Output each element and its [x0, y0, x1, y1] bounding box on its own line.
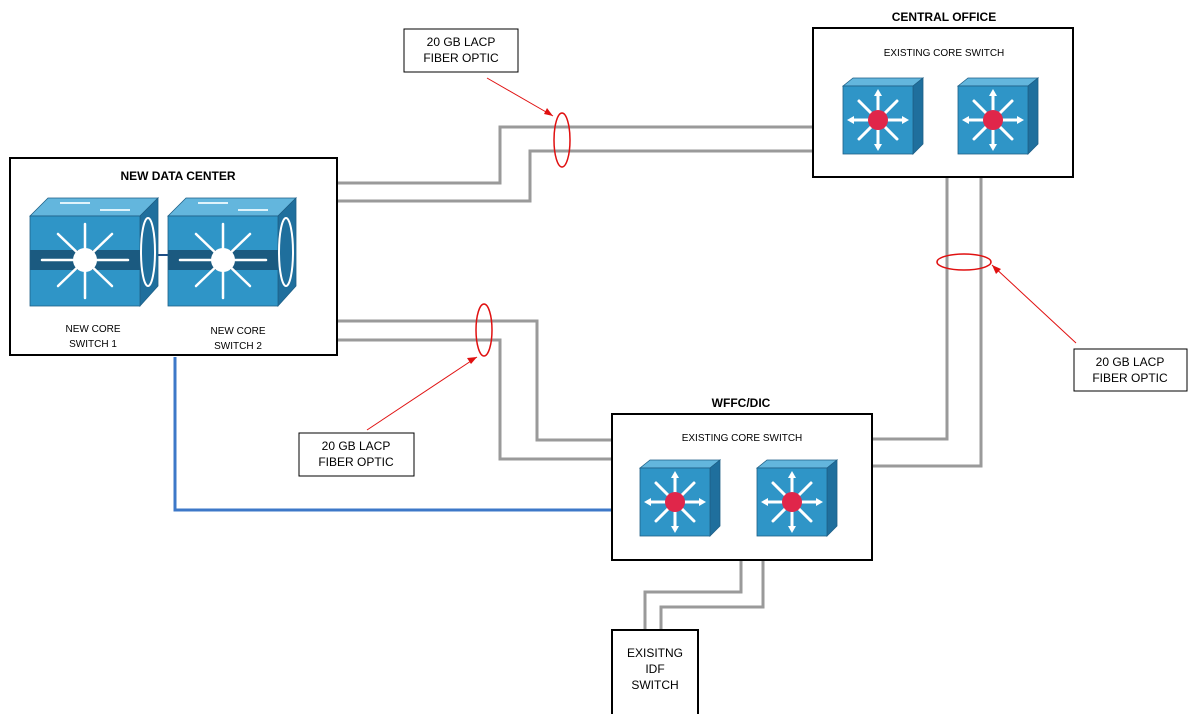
callout-line2: FIBER OPTIC — [318, 455, 394, 469]
core-switch-1-label-line1: NEW CORE — [66, 324, 121, 335]
wffc-switch-2-icon — [757, 460, 837, 536]
callout-line1: 20 GB LACP — [322, 439, 391, 453]
idf-switch-site: EXISITNG IDF SWITCH — [612, 630, 698, 714]
callout-line1: 20 GB LACP — [427, 35, 496, 49]
core-switch-2-icon — [168, 198, 296, 306]
dc-to-central-link-a — [337, 127, 813, 183]
dc-to-central-link-b — [337, 151, 813, 201]
central-switch-1-icon — [843, 78, 923, 154]
central-to-wffc-link-b — [872, 177, 981, 466]
wffc-to-idf-link-a — [645, 560, 741, 630]
central-switch-2-icon — [958, 78, 1038, 154]
idf-label-line1: EXISITNG — [627, 646, 683, 660]
lacp-bundle-marker — [937, 254, 991, 270]
wffc-switch-1-icon — [640, 460, 720, 536]
lacp-callout-right: 20 GB LACP FIBER OPTIC — [937, 254, 1187, 391]
wffc-dic-site: WFFC/DIC EXISTING CORE SWITCH — [612, 396, 872, 560]
idf-label-line3: SWITCH — [631, 678, 678, 692]
core-switch-2-label-line2: SWITCH 2 — [214, 341, 262, 352]
lacp-bundle-marker — [476, 304, 492, 356]
central-office-subtitle: EXISTING CORE SWITCH — [884, 48, 1005, 59]
callout-line2: FIBER OPTIC — [423, 51, 499, 65]
core-switch-1-icon — [30, 198, 158, 306]
wffc-dic-title: WFFC/DIC — [712, 396, 771, 410]
lacp-bundle-marker — [554, 113, 570, 167]
wffc-to-idf-link-b — [661, 560, 763, 630]
lacp-callout-top: 20 GB LACP FIBER OPTIC — [404, 29, 570, 167]
core-switch-1-label-line2: SWITCH 1 — [69, 339, 117, 350]
central-office-title: CENTRAL OFFICE — [892, 10, 996, 24]
new-data-center-site: NEW DATA CENTER NEW CORE SWITCH 1 NEW CO… — [10, 158, 337, 355]
central-to-wffc-link-a — [872, 177, 947, 439]
callout-line1: 20 GB LACP — [1096, 355, 1165, 369]
central-office-site: CENTRAL OFFICE EXISTING CORE SWITCH — [813, 10, 1073, 177]
core-switch-2-label-line1: NEW CORE — [211, 326, 266, 337]
new-data-center-title: NEW DATA CENTER — [120, 169, 235, 183]
wffc-dic-subtitle: EXISTING CORE SWITCH — [682, 433, 803, 444]
idf-label-line2: IDF — [645, 662, 664, 676]
callout-line2: FIBER OPTIC — [1092, 371, 1168, 385]
